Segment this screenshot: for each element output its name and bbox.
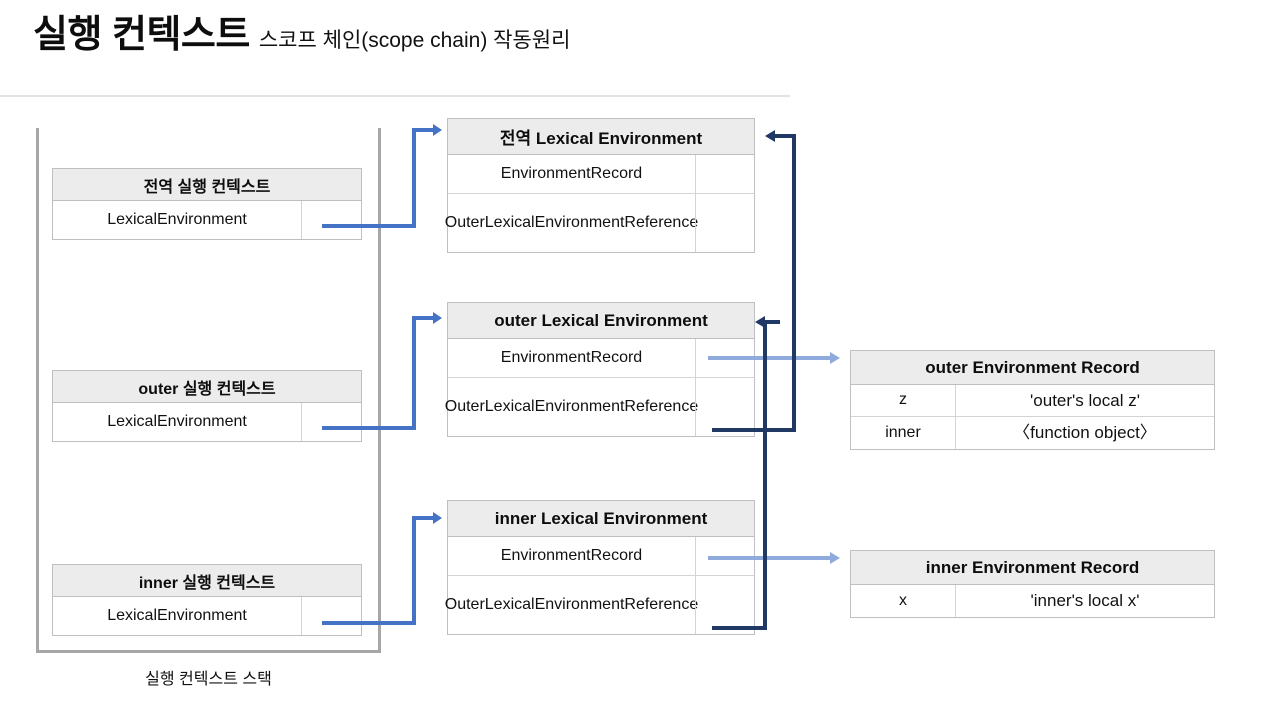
lexical-environment-title: inner Lexical Environment xyxy=(448,501,754,537)
lexical-environment-title: 전역 Lexical Environment xyxy=(448,119,754,155)
record-key: x xyxy=(899,591,907,609)
record-value: 'inner's local x' xyxy=(955,585,1214,617)
record-key: inner xyxy=(885,423,921,441)
frame-title: 전역 실행 컨텍스트 xyxy=(53,169,361,201)
title-subtitle-text: 스코프 체인(scope chain) 작동원리 xyxy=(258,29,571,52)
frame-pointer-cell xyxy=(301,403,361,441)
lexical-environment-row-record: EnvironmentRecord xyxy=(448,339,754,378)
environment-record-title: outer Environment Record xyxy=(851,351,1214,385)
lexical-environment-row-record: EnvironmentRecord xyxy=(448,155,754,194)
row-label: OuterLexicalEnvironmentReference xyxy=(444,595,699,613)
frame-row: LexicalEnvironment xyxy=(53,201,361,239)
row-label: EnvironmentRecord xyxy=(500,348,643,366)
slide-title: 실행 컨텍스트 스코프 체인(scope chain) 작동원리 xyxy=(33,16,570,54)
environment-record-row: z 'outer's local z' xyxy=(851,385,1214,417)
frame-pointer-cell xyxy=(301,597,361,635)
execution-context-stack-container xyxy=(36,128,381,653)
lexical-environment-row-outer-ref: OuterLexicalEnvironmentReference xyxy=(444,576,754,634)
frame-row: LexicalEnvironment xyxy=(53,403,361,441)
lexical-environment-inner[interactable]: inner Lexical Environment EnvironmentRec… xyxy=(444,500,755,635)
frame-row: LexicalEnvironment xyxy=(53,597,361,635)
row-label: EnvironmentRecord xyxy=(500,546,643,564)
lexical-environment-title: outer Lexical Environment xyxy=(448,303,754,339)
row-pointer-cell xyxy=(695,155,754,193)
execution-context-frame-inner[interactable]: inner 실행 컨텍스트 LexicalEnvironment xyxy=(52,564,362,636)
execution-context-frame-global[interactable]: 전역 실행 컨텍스트 LexicalEnvironment xyxy=(52,168,362,240)
environment-record-inner[interactable]: inner Environment Record x 'inner's loca… xyxy=(850,550,1215,618)
record-key: z xyxy=(899,391,907,409)
title-divider xyxy=(0,95,790,97)
row-pointer-cell xyxy=(695,194,754,252)
row-pointer-cell xyxy=(695,339,754,377)
row-label: OuterLexicalEnvironmentReference xyxy=(444,213,699,231)
frame-field-label: LexicalEnvironment xyxy=(107,606,247,624)
lexical-environment-outer[interactable]: outer Lexical Environment EnvironmentRec… xyxy=(444,302,755,437)
lexical-environment-row-outer-ref: OuterLexicalEnvironmentReference xyxy=(444,194,754,252)
environment-record-outer[interactable]: outer Environment Record z 'outer's loca… xyxy=(850,350,1215,450)
record-value: 'outer's local z' xyxy=(955,385,1214,416)
lexical-environment-row-outer-ref: OuterLexicalEnvironmentReference xyxy=(444,378,754,436)
frame-field-label: LexicalEnvironment xyxy=(107,210,247,228)
title-main-text: 실행 컨텍스트 xyxy=(33,14,250,56)
execution-context-frame-outer[interactable]: outer 실행 컨텍스트 LexicalEnvironment xyxy=(52,370,362,442)
row-label: EnvironmentRecord xyxy=(500,164,643,182)
row-label: OuterLexicalEnvironmentReference xyxy=(444,397,699,415)
row-pointer-cell xyxy=(695,576,754,634)
frame-title: outer 실행 컨텍스트 xyxy=(53,371,361,403)
frame-field-label: LexicalEnvironment xyxy=(107,412,247,430)
row-pointer-cell xyxy=(695,378,754,436)
environment-record-row: x 'inner's local x' xyxy=(851,585,1214,617)
stack-caption: 실행 컨텍스트 스택 xyxy=(145,671,272,688)
lexical-environment-row-record: EnvironmentRecord xyxy=(448,537,754,576)
record-value: 〈function object〉 xyxy=(955,417,1214,449)
row-pointer-cell xyxy=(695,537,754,575)
frame-title: inner 실행 컨텍스트 xyxy=(53,565,361,597)
environment-record-title: inner Environment Record xyxy=(851,551,1214,585)
lexical-environment-global[interactable]: 전역 Lexical Environment EnvironmentRecord… xyxy=(444,118,755,253)
frame-pointer-cell xyxy=(301,201,361,239)
environment-record-row: inner 〈function object〉 xyxy=(851,417,1214,449)
